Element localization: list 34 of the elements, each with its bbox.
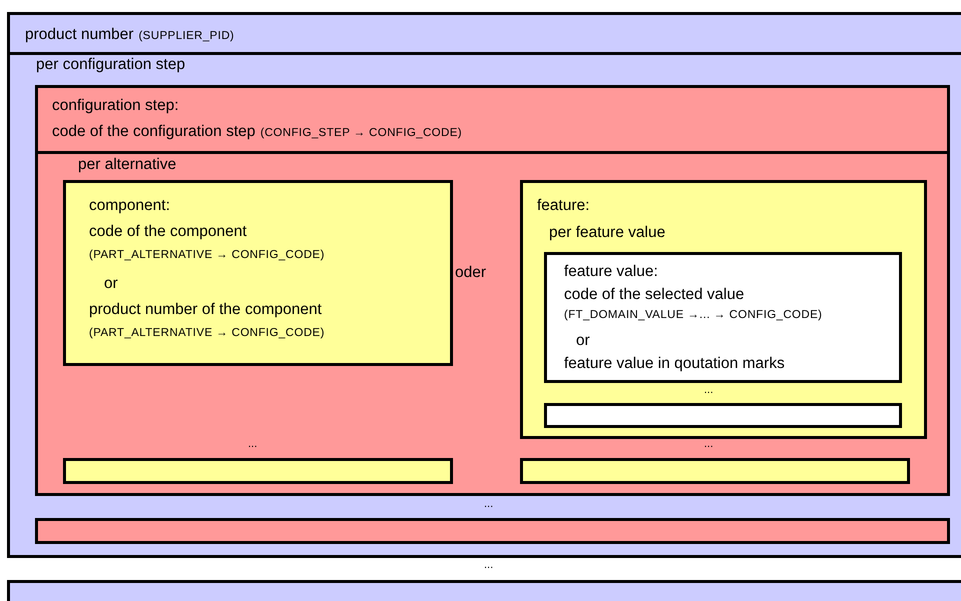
- box-text: component:: [89, 197, 170, 215]
- box-text: per alternative: [78, 156, 176, 174]
- box-text: product number: [25, 26, 134, 44]
- nested-box: [35, 85, 950, 496]
- empty-bar: [520, 458, 910, 484]
- ellipsis-label: ...: [704, 384, 714, 396]
- box-text: code of the selected value: [564, 286, 744, 304]
- nested-box: [63, 180, 453, 366]
- box-text: code of the configuration step: [52, 123, 256, 141]
- code-reference: (PART_ALTERNATIVE → CONFIG_CODE): [89, 249, 325, 261]
- code-reference: (SUPPLIER_PID): [138, 30, 234, 42]
- ellipsis-label: ...: [704, 438, 714, 450]
- code-reference: (PART_ALTERNATIVE → CONFIG_CODE): [89, 327, 325, 339]
- conjunction-label: oder: [455, 264, 486, 282]
- box-text: or: [104, 275, 118, 293]
- nested-box: [544, 252, 902, 383]
- code-reference: (FT_DOMAIN_VALUE →... → CONFIG_CODE): [564, 309, 822, 321]
- nested-box: [520, 180, 927, 439]
- empty-bar: [544, 403, 902, 428]
- code-reference: (CONFIG_STEP → CONFIG_CODE): [260, 127, 462, 139]
- box-text: configuration step:: [52, 97, 179, 115]
- box-text: code of the component: [89, 223, 247, 241]
- ellipsis-label: ...: [484, 559, 494, 571]
- empty-bar: [35, 518, 950, 544]
- box-text: per configuration step: [36, 56, 186, 74]
- empty-bar: [63, 458, 453, 484]
- box-text: feature:: [537, 197, 590, 215]
- box-text: feature value in qoutation marks: [564, 355, 785, 373]
- box-text: or: [576, 332, 590, 350]
- box-text: per feature value: [549, 224, 666, 242]
- box-text: product number of the component: [89, 301, 322, 319]
- ellipsis-label: ...: [484, 498, 494, 510]
- ellipsis-label: ...: [248, 438, 258, 450]
- box-text: feature value:: [564, 263, 658, 281]
